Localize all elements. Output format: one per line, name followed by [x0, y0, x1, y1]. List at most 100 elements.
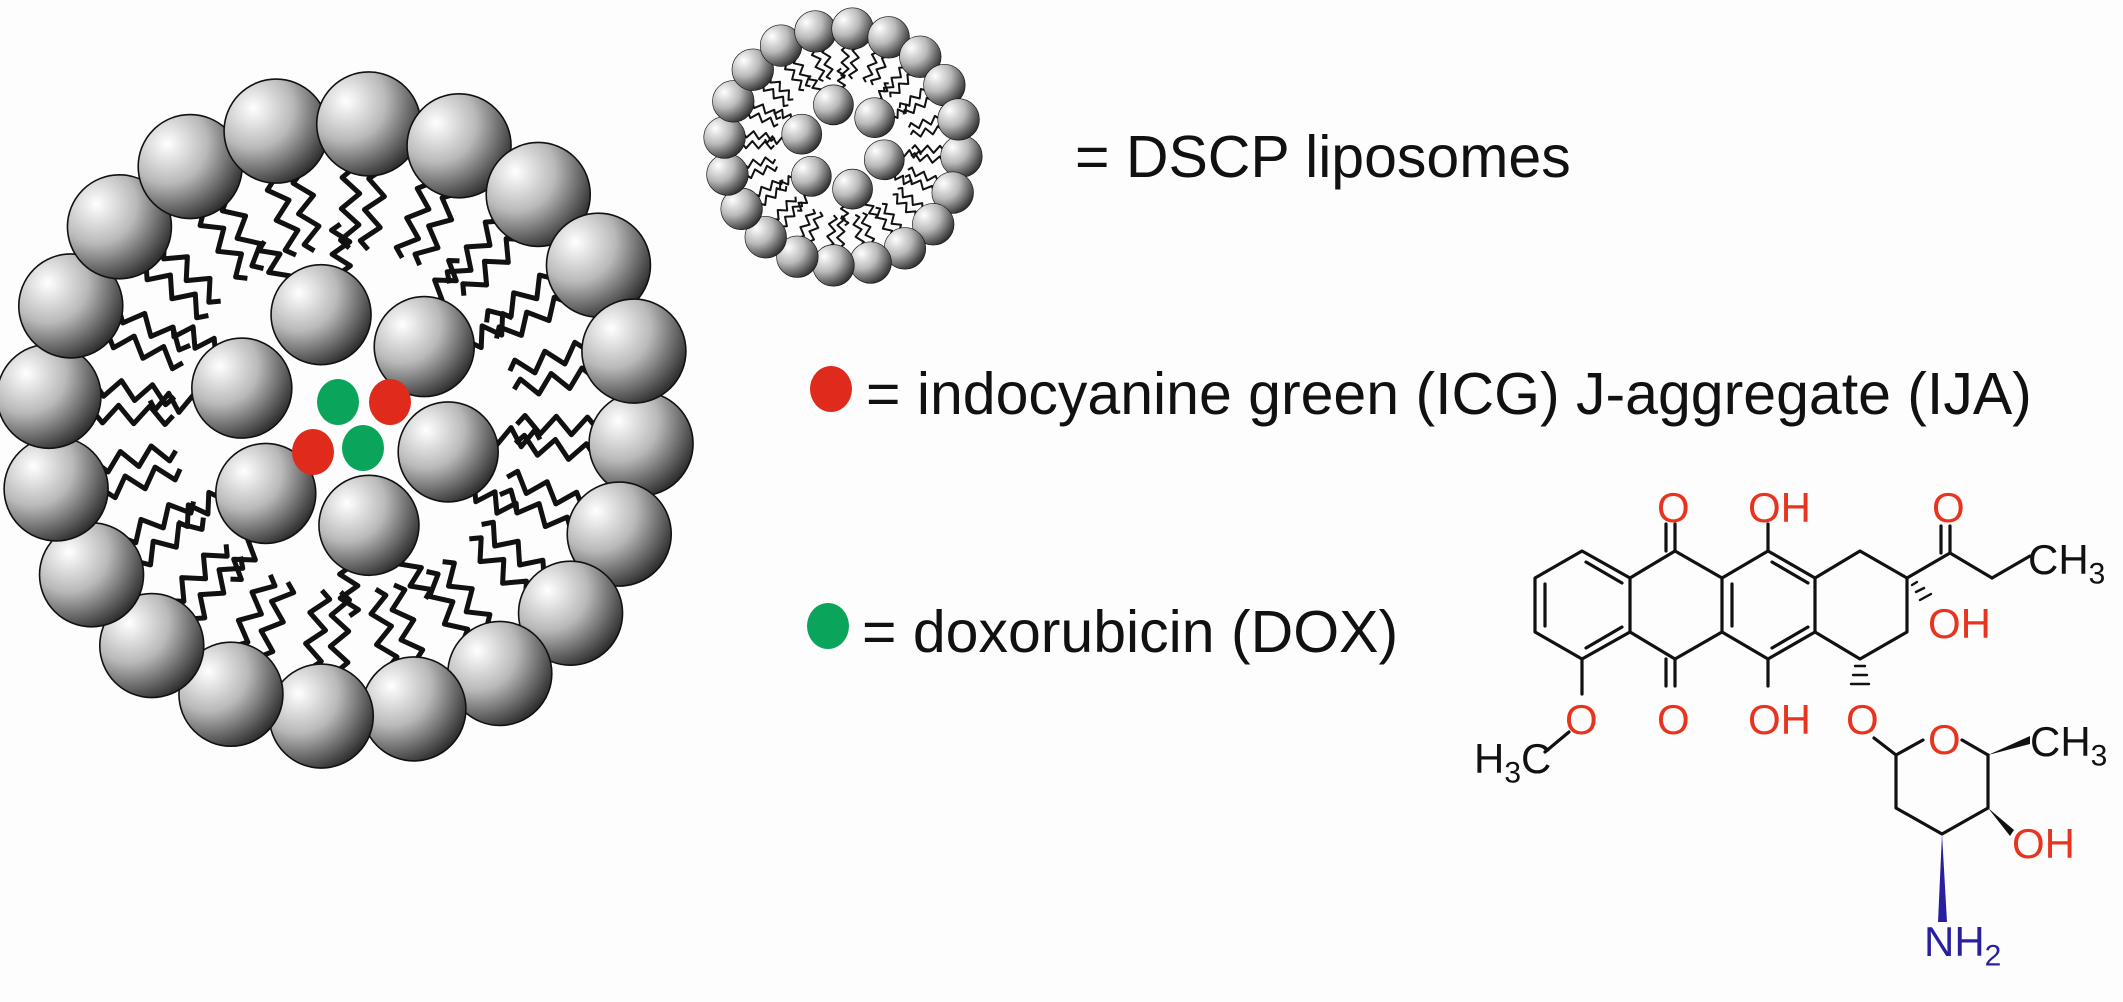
lipid-tail: [92, 402, 175, 427]
quinone-o-bottom: O: [1657, 696, 1690, 743]
lipid-head: [863, 139, 905, 181]
lipid-tail: [773, 108, 792, 120]
ija-legend-label: = indocyanine green (ICG) J-aggregate (I…: [866, 361, 2032, 427]
lipid-tail: [442, 559, 493, 627]
lipid-tail: [840, 46, 850, 79]
lipid-head: [940, 135, 983, 178]
lipid-head: [66, 173, 173, 280]
lipid-head: [937, 98, 980, 141]
lipid-tail: [170, 324, 218, 351]
lipid-tail: [782, 201, 804, 228]
lipid-head: [588, 390, 694, 497]
lipid-tail: [171, 544, 230, 604]
lipid-tail: [808, 211, 824, 243]
amine-nh2: NH2: [1924, 918, 2002, 973]
lipid-head: [776, 235, 819, 278]
lipid-head: [706, 153, 749, 196]
lipid-tail: [836, 67, 847, 89]
lipid-tail: [743, 156, 777, 169]
lipid-tail: [897, 186, 924, 208]
lipid-head: [406, 92, 512, 199]
lipid-head: [794, 10, 837, 53]
lipid-head: [485, 141, 592, 248]
lipid-tail: [460, 236, 519, 296]
lipid-head: [191, 337, 293, 439]
dox-dot-1: [317, 379, 359, 425]
lipid-tail: [877, 82, 889, 101]
lipid-head: [712, 80, 755, 123]
lipid-tail: [329, 222, 353, 275]
sugar-ring-o: O: [1928, 716, 1961, 763]
lipid-tail: [751, 103, 782, 120]
lipid-head: [270, 263, 372, 366]
lipid-tail: [799, 208, 816, 239]
sugar-ch3: CH3: [2030, 718, 2108, 773]
tertiary-oh: OH: [1928, 600, 1991, 647]
lipid-tail: [898, 88, 926, 109]
lipid-head: [899, 35, 942, 78]
lipid-tail: [775, 175, 793, 191]
lipid-tail: [103, 464, 183, 501]
lipid-tail: [762, 86, 789, 108]
lipid-tail: [881, 202, 902, 230]
lipid-tail: [368, 587, 400, 668]
lipid-tail: [742, 140, 775, 150]
ija-dot-2: [292, 429, 334, 475]
lipid-tail: [893, 103, 911, 119]
lipid-tail: [792, 58, 811, 88]
lipid-tail: [337, 565, 361, 618]
lipid-tail: [784, 64, 805, 92]
lipid-head: [3, 436, 109, 542]
lipid-tail: [425, 569, 471, 642]
lipid-tail: [470, 311, 514, 351]
lipid-tail: [230, 537, 259, 582]
liposome-payload: [292, 379, 411, 475]
lipid-tail: [821, 47, 834, 81]
lipid-tail: [290, 172, 322, 253]
lipid-tail: [138, 517, 206, 568]
lipid-tail: [882, 66, 904, 93]
lipid-head: [790, 156, 832, 197]
ketone-o: O: [1932, 484, 1965, 531]
lipid-tail: [909, 125, 943, 138]
red-dot-icon: [810, 366, 852, 412]
glycoside-o: O: [1846, 696, 1879, 743]
lipid-tail: [797, 193, 809, 212]
lipid-tail: [902, 96, 932, 115]
quinone-o-top: O: [1657, 484, 1690, 531]
lipid-tail: [760, 185, 788, 206]
lipid-tail: [875, 206, 894, 236]
lipid-tail: [192, 556, 246, 622]
lipid-tail: [484, 272, 552, 323]
lipid-tail: [773, 196, 797, 221]
lipid-tail: [412, 192, 455, 267]
large-liposome-icon: [0, 71, 694, 769]
lipid-tail: [746, 164, 779, 180]
lipid-tail: [97, 443, 178, 475]
lipid-head: [0, 343, 102, 450]
lipid-head: [581, 298, 687, 404]
lipid-head: [315, 71, 422, 177]
lipid-tail: [513, 432, 595, 462]
lipid-tail: [95, 378, 177, 408]
lipid-tail: [507, 339, 587, 376]
dox-legend-label: = doxorubicin (DOX): [862, 599, 1399, 665]
lipid-head: [744, 216, 787, 259]
lipid-tail: [852, 213, 865, 247]
lipid-tail: [338, 167, 363, 250]
lipid-head: [781, 113, 823, 155]
lipid-tail: [860, 211, 876, 244]
lipid-head: [268, 663, 375, 769]
lipid-tail: [742, 130, 776, 142]
lipid-tail: [754, 179, 784, 198]
lipid-tail: [498, 487, 573, 530]
lipid-tail: [143, 267, 209, 321]
lipid-tail: [747, 112, 779, 128]
lipid-tail: [106, 333, 185, 372]
small-liposome-icon: [703, 7, 983, 287]
lipid-head: [832, 168, 873, 210]
lipid-tail: [258, 580, 297, 659]
lipid-tail: [512, 365, 593, 397]
lipid-head: [178, 641, 284, 748]
